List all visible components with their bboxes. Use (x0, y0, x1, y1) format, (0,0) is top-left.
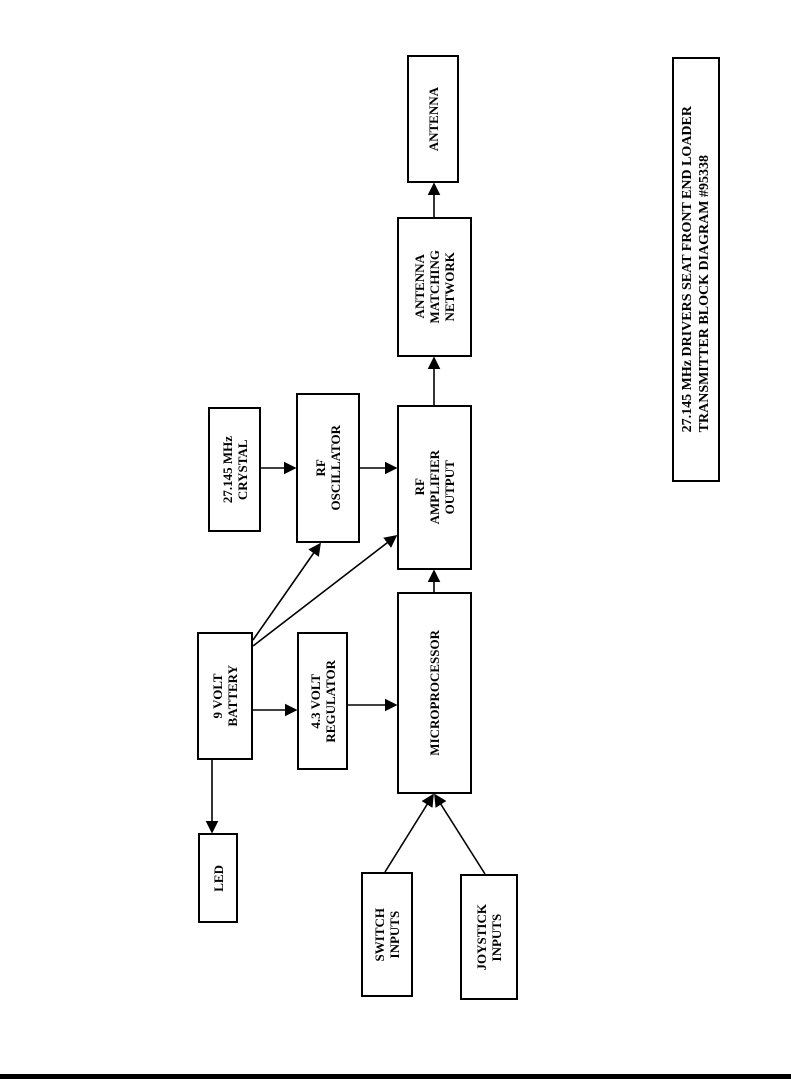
title-block: 27.145 MHz DRIVERS SEAT FRONT END LOADER… (672, 57, 720, 482)
microprocessor-label: MICROPROCESSOR (427, 630, 442, 756)
led-block: LED (198, 833, 238, 923)
title-text: 27.145 MHz DRIVERS SEAT FRONT END LOADER… (679, 106, 713, 432)
antenna-label: ANTENNA (425, 86, 441, 152)
crystal-label: 27.145 MHz CRYSTAL (219, 435, 250, 504)
matching-network-label: ANTENNA MATCHING NETWORK (412, 250, 457, 324)
antenna-block: ANTENNA (407, 55, 459, 183)
switch-inputs-block: SWITCH INPUTS (361, 872, 413, 997)
arrow-battery-amplifier (252, 535, 398, 647)
matching-network-block: ANTENNA MATCHING NETWORK (397, 217, 472, 357)
amplifier-label: RF AMPLIFIER OUTPUT (412, 450, 457, 525)
led-label: LED (210, 864, 226, 892)
oscillator-block: RF OSCILLATOR (296, 393, 360, 543)
title-line-1: 27.145 MHz DRIVERS SEAT FRONT END LOADER (680, 106, 695, 433)
switch-inputs-label: SWITCH INPUTS (372, 907, 402, 962)
microprocessor-block: MICROPROCESSOR (397, 592, 472, 794)
battery-block: 9 VOLT BATTERY (197, 632, 253, 760)
joystick-inputs-block: JOYSTICK INPUTS (460, 874, 518, 1000)
arrow-joystick-micro (434, 793, 486, 875)
crystal-block: 27.145 MHz CRYSTAL (208, 407, 261, 532)
amplifier-block: RF AMPLIFIER OUTPUT (397, 405, 472, 570)
arrow-switch-micro (384, 793, 434, 873)
regulator-block: 4.3 VOLT REGULATOR (297, 632, 348, 770)
arrow-battery-oscillator (252, 542, 321, 641)
title-line-2: TRANSMITTER BLOCK DIAGRAM #95338 (697, 155, 712, 433)
battery-label: 9 VOLT BATTERY (210, 665, 240, 727)
scan-edge-bar (0, 1074, 791, 1079)
regulator-label: 4.3 VOLT REGULATOR (307, 659, 338, 743)
oscillator-label: RF OSCILLATOR (313, 425, 343, 511)
joystick-inputs-label: JOYSTICK INPUTS (474, 903, 504, 971)
